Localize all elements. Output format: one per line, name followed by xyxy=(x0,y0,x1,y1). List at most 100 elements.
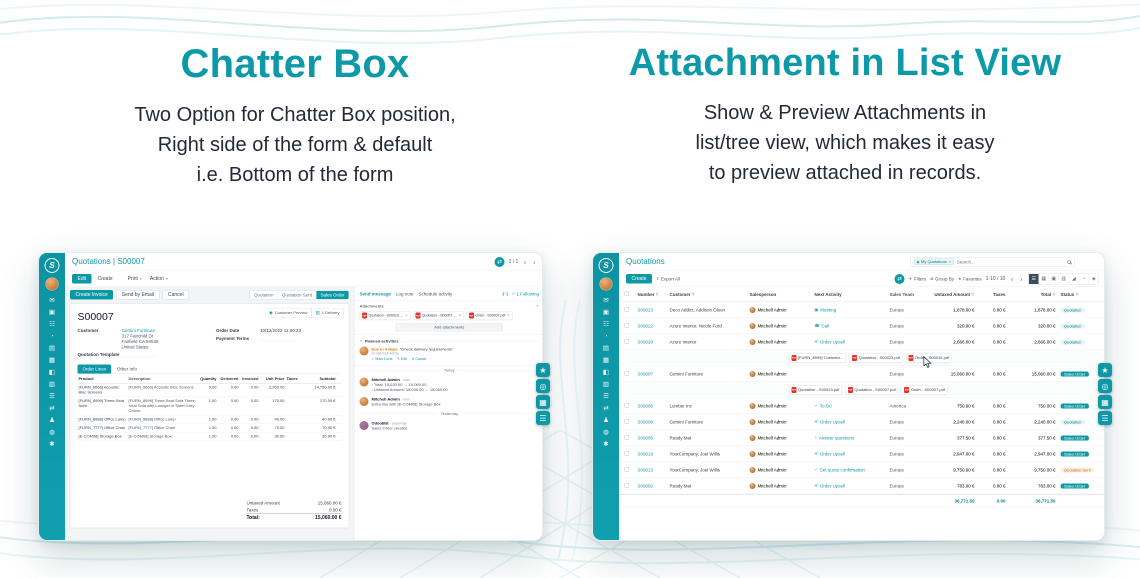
project-icon[interactable]: ◧ xyxy=(602,368,610,376)
crm-icon[interactable]: ◔ xyxy=(604,332,608,340)
quotation-number-link[interactable]: S00006 xyxy=(637,403,654,409)
remove-facet-icon[interactable]: ✕ xyxy=(948,260,952,264)
employees-icon[interactable]: ♟ xyxy=(49,416,55,424)
quotation-number-link[interactable]: S00019 xyxy=(637,451,654,457)
order-lines-column-header[interactable]: Quantity xyxy=(200,376,217,382)
cancel-activity-button[interactable]: ✕ Cancel xyxy=(411,357,427,362)
remove-attachment-icon[interactable]: ✕ xyxy=(405,314,408,318)
graph-view-icon[interactable]: ◢ xyxy=(1068,273,1079,284)
menu-fab-icon[interactable]: ☰ xyxy=(536,411,550,425)
website-icon[interactable]: ◍ xyxy=(603,428,609,436)
order-line-row[interactable]: [FURN_6666] Acoustic Bloc Screens [FURN_… xyxy=(77,384,342,397)
favorites-button[interactable]: ★Favorites xyxy=(957,276,982,282)
discuss-icon[interactable]: ✉ xyxy=(49,296,55,304)
edit-activity-button[interactable]: ✎ Edit xyxy=(397,357,407,362)
attachment-chip[interactable]: PDF Quotation - S00023.pdf ✕ xyxy=(359,311,411,320)
apps-fab-icon[interactable]: ▦ xyxy=(1098,395,1112,409)
quotation-number-link[interactable]: S00013 xyxy=(637,467,654,473)
statusbar-step[interactable]: Sales Order xyxy=(315,290,349,299)
star-fab-icon[interactable]: ★ xyxy=(536,363,550,377)
quotation-row[interactable]: S00002 Ready Mat Mitchell Admin ✉Order U… xyxy=(619,478,1104,494)
quotation-number-link[interactable]: S00005 xyxy=(637,435,654,441)
sales-icon[interactable]: ▤ xyxy=(48,344,56,352)
pivot-view-icon[interactable]: ▥ xyxy=(1058,273,1069,284)
remove-attachment-icon[interactable]: ✕ xyxy=(458,314,462,318)
dashboard-icon[interactable]: ▦ xyxy=(602,356,610,364)
column-header[interactable]: Customer⇅ xyxy=(669,291,695,297)
attachment-chip[interactable]: PDF [FURN_8999] Customiz... xyxy=(789,353,847,363)
star-fab-icon[interactable]: ★ xyxy=(1098,363,1112,377)
user-avatar[interactable] xyxy=(599,277,613,291)
edit-button[interactable]: Edit xyxy=(72,274,92,284)
row-checkbox[interactable] xyxy=(624,467,629,472)
delivery-button[interactable]: ▥1 Delivery xyxy=(311,308,344,318)
purchase-icon[interactable]: ⇄ xyxy=(603,404,609,412)
employees-icon[interactable]: ♟ xyxy=(603,416,609,424)
order-lines-column-header[interactable]: Product xyxy=(78,376,94,382)
statusbar-step[interactable]: Quotation Sent xyxy=(277,290,316,299)
search-fab-icon[interactable]: ◎ xyxy=(536,379,550,393)
invoicing-icon[interactable]: ☰ xyxy=(49,392,55,400)
row-checkbox[interactable] xyxy=(624,371,629,376)
order-line-row[interactable]: [E-COM08] Storage Box [E-COM08] Storage … xyxy=(77,433,342,441)
contacts-icon[interactable]: ☷ xyxy=(49,320,55,328)
create-button[interactable]: Create xyxy=(97,276,113,282)
attachment-chip[interactable]: PDF Order - S00007.pdf ✕ xyxy=(466,311,513,320)
export-all-button[interactable]: ↥Export All xyxy=(656,276,680,282)
create-button[interactable]: Create xyxy=(626,274,653,284)
add-attachments-button[interactable]: Add attachments xyxy=(395,323,504,332)
payment-terms-field[interactable] xyxy=(260,336,295,341)
activity-view-icon[interactable]: ◔ xyxy=(1078,273,1089,284)
search-fab-icon[interactable]: ◎ xyxy=(1098,379,1112,393)
order-lines-column-header[interactable]: Invoiced xyxy=(242,376,259,382)
column-header[interactable]: Salesperson xyxy=(749,291,777,297)
quotation-number-link[interactable]: S00020 xyxy=(637,339,654,345)
quotation-row[interactable]: S00020 Azure Interior Mitchell Admin ✉Or… xyxy=(619,334,1104,350)
next-activity-button[interactable]: ✉Order Upsell xyxy=(814,483,846,489)
chatter-position-toggle-button[interactable]: ⇄ xyxy=(494,256,505,267)
quotation-number-link[interactable]: S00022 xyxy=(637,323,654,329)
row-checkbox[interactable] xyxy=(624,307,629,312)
mark-done-button[interactable]: ✓ Mark Done xyxy=(371,357,393,362)
row-checkbox[interactable] xyxy=(624,323,629,328)
customer-preview-button[interactable]: ◉Customer Preview xyxy=(264,308,312,318)
quotation-row[interactable]: S00006 Lumber Inc Mitchell Admin ✓To Do … xyxy=(619,398,1104,414)
next-activity-button[interactable]: ✓Set quote confirmation xyxy=(814,467,865,473)
column-header[interactable]: Status⇅ xyxy=(1060,291,1079,297)
next-activity-button[interactable]: ▣Meeting xyxy=(814,307,837,313)
column-header[interactable]: Number⇅ xyxy=(637,291,659,297)
pager-next-button[interactable]: › xyxy=(533,257,536,266)
attachment-chip[interactable]: PDF Quotation - S00023.pdf xyxy=(849,353,903,363)
next-activity-button[interactable]: ☎Call xyxy=(814,323,830,329)
pager-prev-button[interactable]: ‹ xyxy=(523,257,527,266)
row-checkbox[interactable] xyxy=(624,483,629,488)
quotation-row[interactable]: S00007 Gemini Furniture Mitchell Admin E… xyxy=(619,366,1104,382)
calendar-icon[interactable]: ▣ xyxy=(48,308,56,316)
quotation-row[interactable]: S00022 Azure Interior, Nicole Ford Mitch… xyxy=(619,318,1104,334)
order-line-row[interactable]: [FURN_7777] Office Chair [FURN_7777] Off… xyxy=(77,424,342,433)
action-menu-button[interactable]: Action▾ xyxy=(149,276,168,282)
send-message-tab[interactable]: Send message xyxy=(359,291,392,297)
column-header[interactable]: Next Activity xyxy=(814,291,842,297)
filters-button[interactable]: ▼Filters xyxy=(908,276,927,282)
customer-link[interactable]: Gemini Furniture xyxy=(121,328,156,333)
planned-activities-header[interactable]: ◔ Planned activities xyxy=(359,338,539,344)
attachment-chip[interactable]: PDF Quotation - S00007.pdf xyxy=(845,385,899,395)
close-attachments-icon[interactable]: ✕ xyxy=(536,304,539,309)
settings-icon[interactable]: ✱ xyxy=(603,440,609,448)
quotation-row[interactable]: S00023 Deco Addict, Addison Olson Mitche… xyxy=(619,302,1104,318)
next-activity-button[interactable]: ✓To Do xyxy=(814,403,832,409)
order-lines-column-header[interactable]: Taxes xyxy=(286,376,298,382)
column-header[interactable]: Taxes xyxy=(993,291,1006,297)
order-lines-column-header[interactable]: Unit Price xyxy=(265,376,285,382)
quotation-row[interactable]: S00019 YourCompany, Joel Willis Mitchell… xyxy=(619,446,1104,462)
map-view-icon[interactable]: ◈ xyxy=(1088,273,1099,284)
contacts-icon[interactable]: ☷ xyxy=(603,320,609,328)
row-checkbox[interactable] xyxy=(624,339,629,344)
dashboard-icon[interactable]: ▦ xyxy=(48,356,56,364)
attachment-chip[interactable]: PDF Quotation - S00007.pdf ✕ xyxy=(412,311,464,320)
form-tab[interactable]: Order Lines xyxy=(77,364,112,374)
column-header[interactable]: Untaxed Amount⇅ xyxy=(934,291,975,297)
user-avatar[interactable] xyxy=(45,277,59,291)
next-activity-button[interactable]: ✉Order Upsell xyxy=(814,339,846,345)
